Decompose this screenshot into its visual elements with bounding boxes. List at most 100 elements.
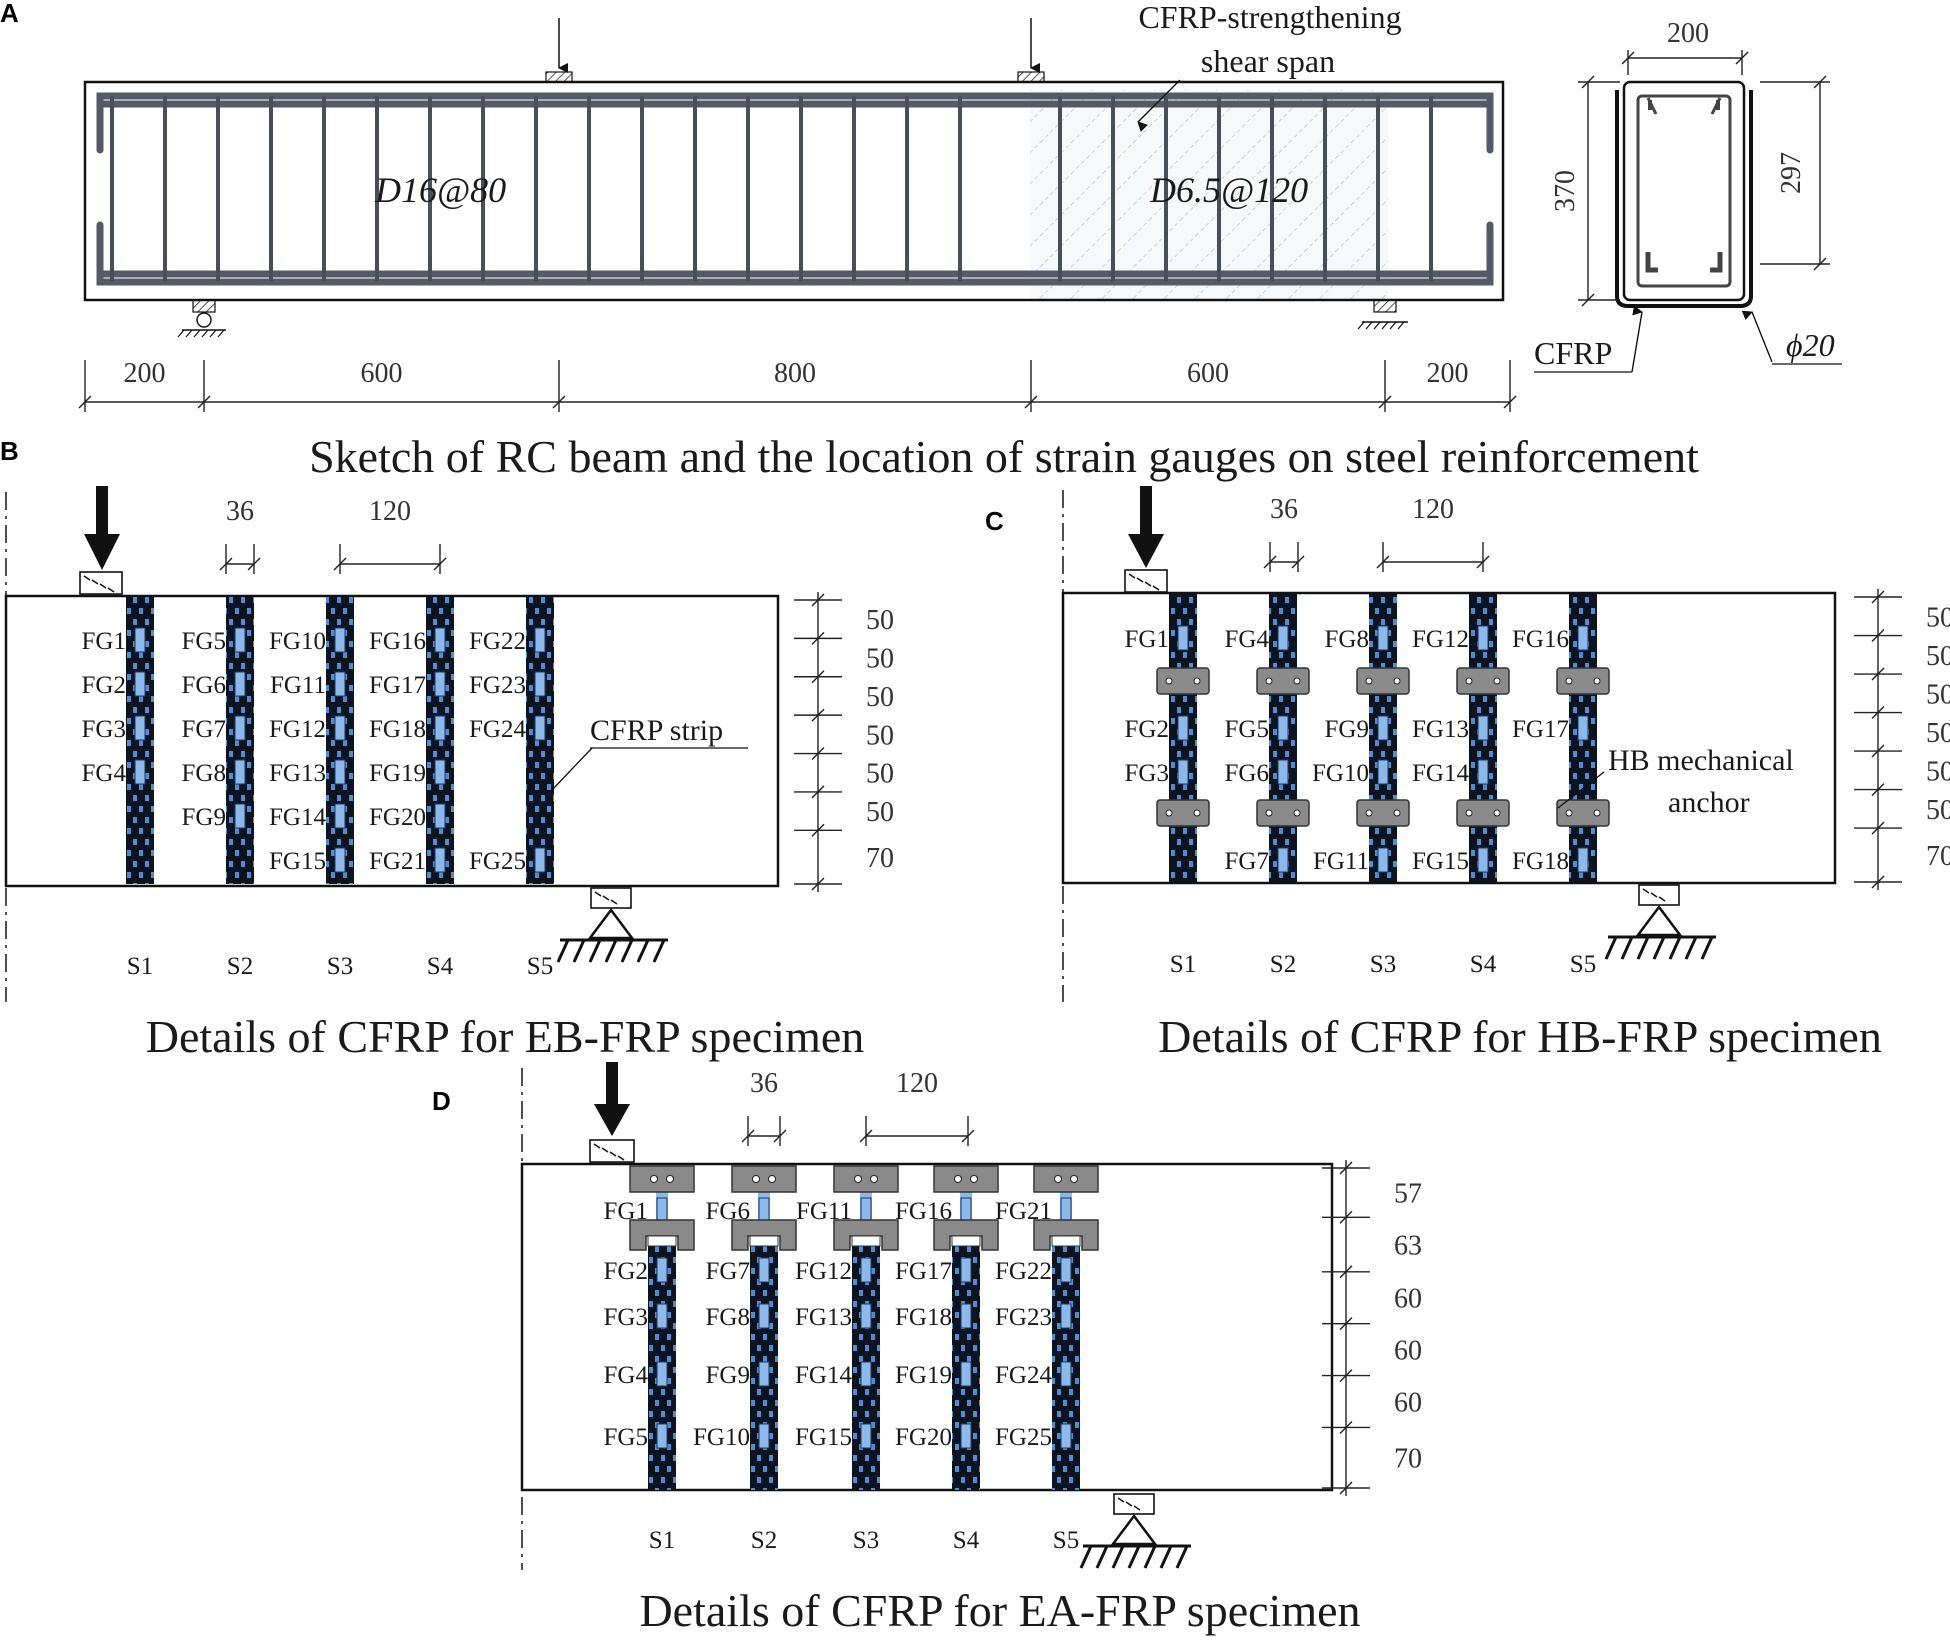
label-stirrups-left: D16@80: [374, 170, 506, 210]
gauge-label: FG7: [706, 1258, 750, 1285]
gauge-label: FG4: [604, 1362, 649, 1389]
label-anchor-line2: anchor: [1668, 786, 1750, 819]
gauge-label: FG12: [795, 1258, 852, 1285]
load-point-d: [589, 1062, 635, 1163]
strain-gauge: [758, 1423, 770, 1449]
load-point-c: [1124, 486, 1168, 593]
strain-gauge: [234, 671, 246, 697]
strain-gauge: [656, 1423, 668, 1449]
gauge-label: FG15: [795, 1424, 852, 1451]
strain-gauge: [656, 1257, 668, 1283]
strip-label: S1: [1170, 951, 1196, 978]
gauge-label: FG21: [369, 848, 426, 875]
gauge-label: FG12: [1412, 626, 1469, 653]
strain-gauge: [1277, 759, 1289, 785]
strain-gauge: [960, 1361, 972, 1387]
gauge-label: FG24: [995, 1362, 1052, 1389]
strain-gauge: [234, 759, 246, 785]
hb-mechanical-anchor: [1256, 799, 1310, 827]
caption-panel-c: Details of CFRP for HB-FRP specimen: [1158, 1011, 1882, 1062]
support-d: [1079, 1493, 1191, 1569]
strain-gauge: [534, 627, 546, 653]
strain-gauge: [1177, 625, 1189, 651]
ea-top-anchor: [1033, 1165, 1099, 1193]
gauge-label: FG20: [895, 1424, 952, 1451]
label-shear-span-line1: CFRP-strengthening: [1138, 0, 1401, 35]
panel-letter-c: C: [985, 506, 1004, 536]
gauge-label: FG4: [82, 760, 127, 787]
cfrp-zone-tint: [1030, 90, 1388, 300]
ea-lower-anchor: [629, 1219, 695, 1251]
cfrp-strips-d: S1FG1FG2FG3FG4FG5S2FG6FG7FG8FG9FG10S3FG1…: [604, 1165, 1099, 1554]
strain-gauge: [960, 1303, 972, 1329]
longitudinal-steel: [96, 92, 1494, 286]
hb-mechanical-anchor: [1356, 799, 1410, 827]
strain-gauge: [656, 1361, 668, 1387]
ea-top-anchor: [833, 1165, 899, 1193]
strain-gauge: [434, 847, 446, 873]
section-stirrup: [1636, 94, 1732, 288]
cfrp-strengthening-zone: [1030, 90, 1388, 300]
gauge-label: FG13: [1412, 716, 1469, 743]
cross-section: 200 370 297 CFRP ϕ20: [1534, 18, 1842, 373]
gauge-label: FG25: [995, 1424, 1052, 1451]
gauge-label: FG5: [604, 1424, 648, 1451]
strain-gauge: [434, 627, 446, 653]
strain-gauge: [334, 715, 346, 741]
vertical-dim: 50: [866, 720, 894, 751]
gauge-label: FG14: [269, 804, 326, 831]
support-left: [177, 299, 226, 338]
strain-gauge: [656, 1303, 668, 1329]
gauge-label: FG12: [269, 716, 326, 743]
vertical-dim: 63: [1394, 1231, 1422, 1262]
strain-gauge: [334, 627, 346, 653]
dim-strip-spacing: 120: [369, 496, 411, 527]
load-points-a: [545, 18, 1045, 83]
gauge-label: FG16: [1512, 626, 1569, 653]
strain-gauge: [434, 759, 446, 785]
gauge-label: FG13: [795, 1304, 852, 1331]
vertical-dim: 50: [1926, 602, 1950, 633]
strain-gauge: [134, 627, 146, 653]
strip-label: S1: [649, 1527, 675, 1554]
strain-gauge: [960, 1197, 972, 1223]
strip-label: S4: [953, 1527, 980, 1554]
strain-gauge: [1060, 1303, 1072, 1329]
strain-gauge: [758, 1197, 770, 1223]
gauge-label: FG24: [469, 716, 526, 743]
strain-gauge: [1060, 1257, 1072, 1283]
cfrp-strips-b: S1FG1FG2FG3FG4S2FG5FG6FG7FG8FG9S3FG10FG1…: [82, 596, 554, 980]
strain-gauge: [434, 715, 446, 741]
beam-outline-d: [520, 1162, 1334, 1492]
strain-gauge: [1277, 847, 1289, 873]
gauge-label: FG9: [182, 804, 226, 831]
strain-gauge: [434, 803, 446, 829]
strain-gauge: [134, 715, 146, 741]
dim-effective-depth: 297: [1776, 152, 1807, 194]
gauge-label: FG6: [182, 672, 226, 699]
gauge-label: FG9: [1325, 716, 1369, 743]
vertical-dim: 70: [866, 843, 894, 874]
strain-gauge: [1060, 1197, 1072, 1223]
strain-gauge: [860, 1303, 872, 1329]
label-stirrups-right: D6.5@120: [1149, 170, 1308, 210]
strip-label: S2: [227, 953, 253, 980]
gauge-label: FG8: [706, 1304, 750, 1331]
gauge-label: FG3: [1125, 760, 1169, 787]
vertical-dim: 50: [1926, 718, 1950, 749]
strain-gauge: [134, 759, 146, 785]
beam-outline-b: [4, 594, 780, 888]
strain-gauge: [1177, 715, 1189, 741]
strain-gauge: [860, 1197, 872, 1223]
vertical-dim: 60: [1394, 1388, 1422, 1419]
hb-mechanical-anchor: [1156, 667, 1210, 695]
gauge-label: FG11: [1313, 848, 1369, 875]
section-outline: [1622, 80, 1746, 302]
hb-mechanical-anchor: [1156, 799, 1210, 827]
span-dim: 600: [361, 358, 403, 389]
